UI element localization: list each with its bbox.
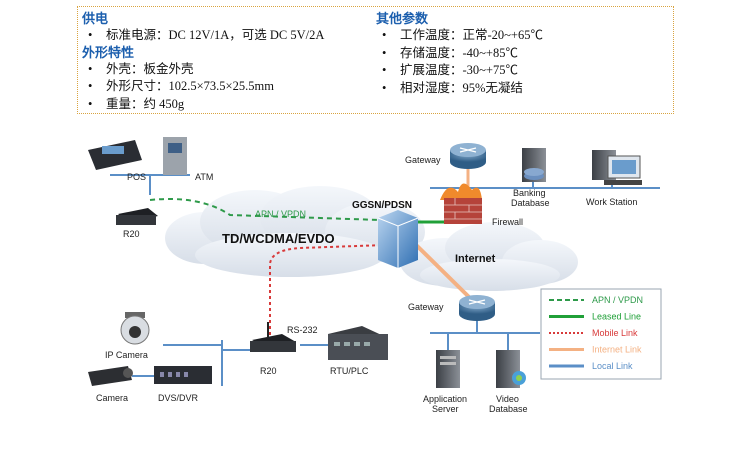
camera-label: Camera <box>96 393 128 403</box>
banking-database-server <box>522 148 546 182</box>
work-station-label: Work Station <box>586 197 637 207</box>
legend-label: Internet Link <box>592 345 642 355</box>
other-item: 工作温度：正常-20~+65℃ <box>376 27 666 45</box>
atm-label: ATM <box>195 172 213 182</box>
tdwcdma-label: TD/WCDMA/EVDO <box>222 231 335 246</box>
other-section-title: 其他参数 <box>376 11 429 26</box>
power-section-title: 供电 <box>82 11 109 26</box>
r20-router-bottom <box>250 322 296 352</box>
application-server <box>436 350 460 388</box>
rs232-label: RS-232 <box>287 325 318 335</box>
legend-label: APN / VPDN <box>592 295 643 305</box>
power-item: 标准电源：DC 12V/1A，可选 DC 5V/2A <box>82 27 372 45</box>
spec-box: 供电 标准电源：DC 12V/1A，可选 DC 5V/2A 外形特性 外壳：板金… <box>77 6 674 114</box>
gateway-router-bottom <box>459 295 495 321</box>
gateway-router-top <box>450 143 486 169</box>
apn-vpdn-label: APN / VPDN <box>255 209 306 219</box>
r20-bottom-label: R20 <box>260 366 277 376</box>
shape-section-title: 外形特性 <box>82 44 135 60</box>
internet-cloud <box>400 222 578 291</box>
other-item: 相对湿度：95%无凝结 <box>376 80 666 98</box>
firewall-label: Firewall <box>492 217 523 227</box>
banking-db-label-line1: Banking <box>513 188 546 198</box>
dvs-dvr-device <box>154 366 212 384</box>
video-db-label-line2: Database <box>489 404 528 414</box>
shape-item: 外壳：板金外壳 <box>82 61 372 79</box>
mobile-link-path <box>269 244 386 335</box>
spec-column-right: 其他参数 工作温度：正常-20~+65℃ 存储温度：-40~+85℃ 扩展温度：… <box>376 11 666 97</box>
gateway-bottom-label: Gateway <box>408 302 444 312</box>
shape-item: 重量：约 450g <box>82 96 372 114</box>
ggsn-label: GGSN/PDSN <box>352 200 412 211</box>
other-item: 存储温度：-40~+85℃ <box>376 45 666 63</box>
shape-item: 外形尺寸：102.5×73.5×25.5mm <box>82 78 372 96</box>
rtu-plc-device <box>328 326 388 360</box>
video-db-label-line1: Video <box>496 394 519 404</box>
ggsn-server <box>377 210 419 268</box>
r20-top-label: R20 <box>123 229 140 239</box>
apn-vpdn-path <box>149 198 381 221</box>
legend-label: Local Link <box>592 361 633 371</box>
atm-machine <box>163 137 187 175</box>
video-database-server <box>496 350 526 388</box>
rtu-plc-label: RTU/PLC <box>330 366 369 376</box>
legend-label: Leased Line <box>592 312 641 322</box>
work-station <box>592 150 642 185</box>
other-item: 扩展温度：-30~+75℃ <box>376 62 666 80</box>
internet-label: Internet <box>455 253 496 265</box>
r20-router-top <box>116 208 158 225</box>
local-links <box>110 170 660 386</box>
spec-column-left: 供电 标准电源：DC 12V/1A，可选 DC 5V/2A 外形特性 外壳：板金… <box>82 11 372 113</box>
firewall-icon <box>440 183 482 224</box>
app-server-label-line2: Server <box>432 404 459 414</box>
banking-db-label-line2: Database <box>511 198 550 208</box>
camera-device <box>88 366 133 386</box>
pos-terminal <box>88 140 142 170</box>
app-server-label-line1: Application <box>423 394 467 404</box>
pos-label: POS <box>127 172 146 182</box>
gateway-top-label: Gateway <box>405 155 441 165</box>
ip-camera-device <box>120 312 150 345</box>
ip-camera-label: IP Camera <box>105 350 148 360</box>
dvs-dvr-label: DVS/DVR <box>158 393 199 403</box>
legend-label: Mobile Link <box>592 328 638 338</box>
